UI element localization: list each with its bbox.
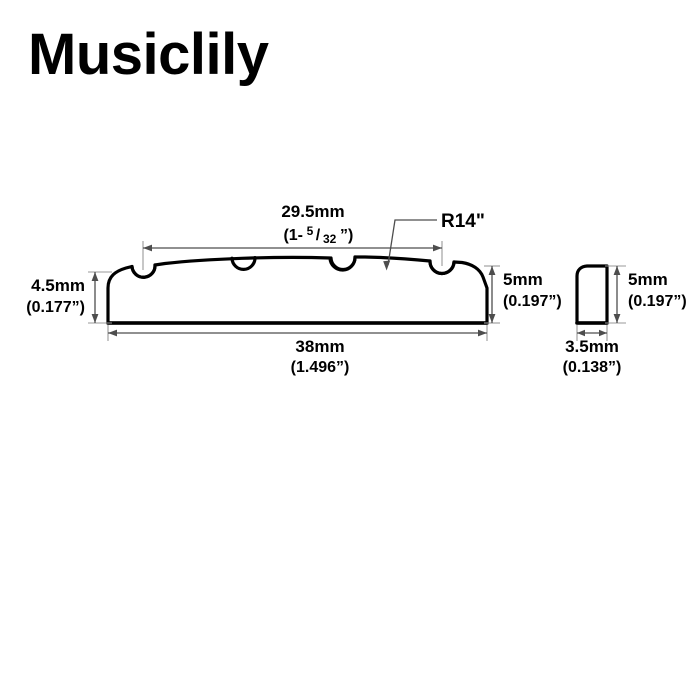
dimension-width-total: 38mm (1.496”): [107, 325, 488, 376]
nut-front-slot-3: [329, 255, 357, 272]
brand-logo: Musiclily: [28, 22, 269, 87]
arrow-side-thickness-left: [577, 329, 585, 337]
callout-radius: R14": [383, 211, 485, 271]
label-side-thickness-imperial: (0.138”): [563, 359, 622, 376]
arrow-side-thickness-right: [599, 329, 607, 337]
label-side-height-metric: 5mm: [628, 270, 668, 289]
label-width-total-metric: 38mm: [295, 337, 344, 356]
leader-line-radius: [387, 219, 437, 266]
label-string-spacing-imperial: (1- 5 / 32 ”): [283, 224, 353, 246]
label-height-left-metric: 4.5mm: [31, 276, 85, 295]
dimension-height-right: 5mm (0.197”): [484, 265, 562, 324]
arrow-height-left-bottom: [91, 314, 99, 323]
label-string-spacing-metric: 29.5mm: [281, 202, 344, 221]
side-profile-view: [575, 264, 609, 325]
label-spacing-imperial-denominator: 32: [323, 232, 337, 246]
dimension-string-spacing: 29.5mm (1- 5 / 32 ”): [142, 202, 443, 270]
dimension-side-thickness: 3.5mm (0.138”): [563, 325, 622, 376]
arrow-width-left: [108, 329, 117, 337]
label-height-left-imperial: (0.177”): [26, 299, 85, 316]
label-spacing-imperial-whole: (1-: [283, 227, 303, 244]
label-height-right-metric: 5mm: [503, 270, 543, 289]
nut-front-slot-1: [130, 263, 157, 279]
arrow-side-height-bottom: [613, 314, 621, 323]
label-height-right-imperial: (0.197”): [503, 293, 562, 310]
label-spacing-imperial-numerator: 5: [307, 224, 314, 238]
label-radius: R14": [441, 211, 485, 232]
arrow-height-right-bottom: [488, 314, 496, 323]
nut-front-slot-2: [230, 256, 257, 271]
dimension-height-left: 4.5mm (0.177”): [26, 271, 112, 324]
arrow-width-right: [478, 329, 487, 337]
arrow-spacing-right: [433, 244, 442, 252]
label-side-height-imperial: (0.197”): [628, 293, 687, 310]
nut-front-slot-4: [428, 259, 456, 276]
label-width-total-imperial: (1.496”): [291, 359, 350, 376]
arrow-height-right-top: [488, 266, 496, 275]
label-spacing-imperial-slash: /: [316, 227, 321, 244]
label-side-thickness-metric: 3.5mm: [565, 337, 619, 356]
nut-side-outline: [575, 264, 609, 325]
dimension-side-height: 5mm (0.197”): [605, 265, 687, 324]
arrow-radius: [383, 260, 391, 271]
arrow-height-left-top: [91, 272, 99, 281]
front-profile-view: [106, 255, 489, 325]
arrow-spacing-left: [143, 244, 152, 252]
arrow-side-height-top: [613, 266, 621, 275]
label-spacing-imperial-tail: ”): [340, 227, 353, 244]
